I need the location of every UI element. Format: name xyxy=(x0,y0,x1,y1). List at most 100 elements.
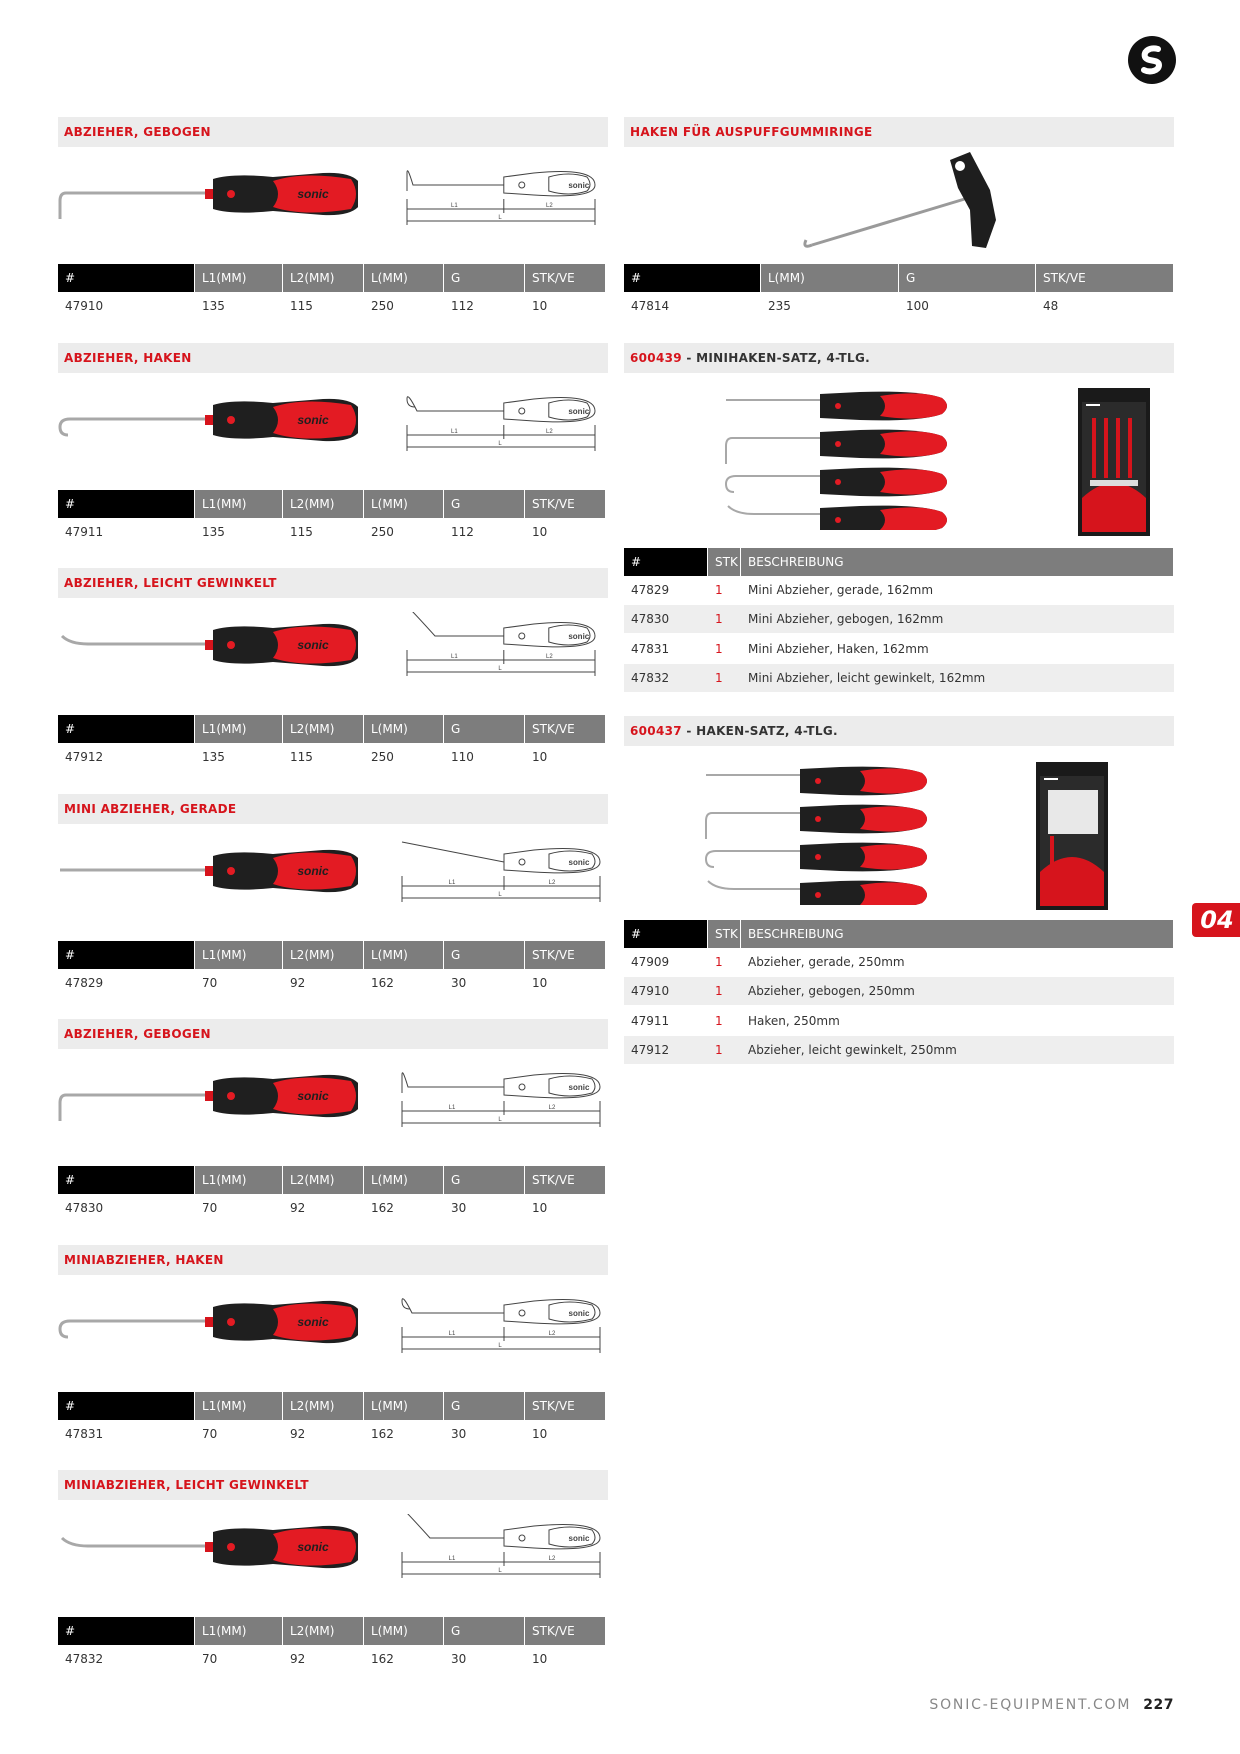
technical-drawing: L1 L2 L sonic xyxy=(400,838,610,912)
cell-description: Abzieher, leicht gewinkelt, 250mm xyxy=(748,1042,957,1057)
cell-length: 162 xyxy=(371,975,394,990)
svg-text:sonic: sonic xyxy=(297,187,329,201)
svg-text:L1: L1 xyxy=(449,1331,456,1337)
col-number: # xyxy=(58,489,195,518)
svg-text:sonic: sonic xyxy=(569,858,590,867)
svg-text:sonic: sonic xyxy=(297,638,329,652)
cell-number: 47910 xyxy=(631,984,670,999)
cell-l2: 92 xyxy=(290,1426,306,1441)
exhaust-hook-header: # L(MM) G STK/VE xyxy=(624,264,1174,292)
col-number: # xyxy=(58,1391,195,1420)
svg-text:L2: L2 xyxy=(549,880,556,886)
section-title: ABZIEHER, GEBOGEN xyxy=(58,1019,608,1049)
col-number: # xyxy=(58,1617,195,1645)
cell-description: Mini Abzieher, gerade, 162mm xyxy=(748,583,934,597)
cell-weight: 30 xyxy=(451,1426,467,1441)
title-separator: - xyxy=(681,351,697,365)
col-stk-ve: STK/VE xyxy=(525,1391,606,1420)
cell-stk: 1 xyxy=(715,583,723,597)
col-weight: G xyxy=(444,1391,525,1420)
cell-length: 250 xyxy=(371,524,394,539)
col-stk-ve: STK/VE xyxy=(525,1617,606,1645)
cell-stk-ve: 10 xyxy=(532,1426,548,1441)
cell-number: 47909 xyxy=(631,955,670,969)
set-600439-tools-image xyxy=(720,380,960,535)
cell-stk: 1 xyxy=(715,641,723,656)
section-title-set-600439: 600439 - MINIHAKEN-SATZ, 4-TLG. xyxy=(624,343,1174,373)
svg-text:L2: L2 xyxy=(546,429,553,435)
title-text: MINIABZIEHER, HAKEN xyxy=(64,1252,224,1267)
title-text: ABZIEHER, HAKEN xyxy=(64,350,192,365)
tool-image: sonic xyxy=(58,157,363,231)
title-text: ABZIEHER, LEICHT GEWINKELT xyxy=(64,576,277,590)
cell-l2: 115 xyxy=(290,750,313,764)
title-text: HAKEN-SATZ, 4-TLG. xyxy=(696,724,838,738)
col-description: BESCHREIBUNG xyxy=(741,920,1174,948)
svg-text:L2: L2 xyxy=(546,654,553,660)
col-weight: G xyxy=(444,715,525,743)
cell-l2: 92 xyxy=(290,1201,306,1215)
cell-number: 47911 xyxy=(631,1013,670,1028)
cell-stk: 1 xyxy=(715,1013,723,1028)
svg-text:L: L xyxy=(498,215,502,221)
col-l2: L2(MM) xyxy=(283,1391,364,1420)
tool-image: sonic xyxy=(58,834,363,908)
table-row: 47814 235 100 48 xyxy=(624,292,1174,320)
tool-image: sonic xyxy=(58,1510,363,1584)
col-number: # xyxy=(58,715,195,743)
col-l2: L2(MM) xyxy=(283,264,364,292)
section-title: ABZIEHER, LEICHT GEWINKELT xyxy=(58,568,608,598)
cell-weight: 100 xyxy=(906,299,929,313)
cell-number: 47829 xyxy=(65,975,104,990)
col-stk: STK xyxy=(708,548,741,576)
website-url: SONIC-EQUIPMENT.COM xyxy=(929,1697,1132,1713)
svg-text:L2: L2 xyxy=(549,1556,556,1562)
cell-description: Mini Abzieher, gebogen, 162mm xyxy=(748,612,944,627)
svg-text:sonic: sonic xyxy=(297,864,329,878)
svg-text:L1: L1 xyxy=(451,429,458,435)
technical-drawing: L1 L2 L sonic xyxy=(400,1063,610,1137)
cell-stk-ve: 48 xyxy=(1043,299,1059,313)
cell-length: 250 xyxy=(371,750,394,764)
svg-text:sonic: sonic xyxy=(297,1315,329,1329)
cell-stk: 1 xyxy=(715,612,723,627)
cell-l1: 70 xyxy=(202,1652,218,1666)
cell-stk: 1 xyxy=(715,670,723,685)
col-length: L(MM) xyxy=(364,489,444,518)
svg-text:sonic: sonic xyxy=(569,1534,590,1543)
cell-description: Mini Abzieher, leicht gewinkelt, 162mm xyxy=(748,670,986,685)
technical-drawing: L1 L2 L sonic xyxy=(400,1289,610,1363)
col-stk-ve: STK/VE xyxy=(525,1166,606,1194)
cell-l1: 70 xyxy=(202,1426,218,1441)
cell-stk: 1 xyxy=(715,984,723,999)
col-number: # xyxy=(58,940,195,969)
col-length: L(MM) xyxy=(364,1166,444,1194)
tool-image: sonic xyxy=(58,1059,363,1133)
col-l1: L1(MM) xyxy=(195,264,283,292)
technical-drawing: L1 L2 L sonic xyxy=(400,1509,610,1588)
cell-length: 162 xyxy=(371,1652,394,1666)
col-l1: L1(MM) xyxy=(195,940,283,969)
col-stk-ve: STK/VE xyxy=(525,940,606,969)
cell-stk-ve: 10 xyxy=(532,975,548,990)
svg-text:L1: L1 xyxy=(449,1556,456,1562)
cell-stk: 1 xyxy=(715,955,723,969)
cell-stk-ve: 10 xyxy=(532,750,548,764)
cell-weight: 30 xyxy=(451,975,467,990)
col-weight: G xyxy=(444,489,525,518)
cell-length: 162 xyxy=(371,1426,394,1441)
col-length: L(MM) xyxy=(364,1391,444,1420)
cell-l1: 70 xyxy=(202,975,218,990)
col-l2: L2(MM) xyxy=(283,1617,364,1645)
col-l2: L2(MM) xyxy=(283,940,364,969)
svg-text:L: L xyxy=(498,666,502,672)
